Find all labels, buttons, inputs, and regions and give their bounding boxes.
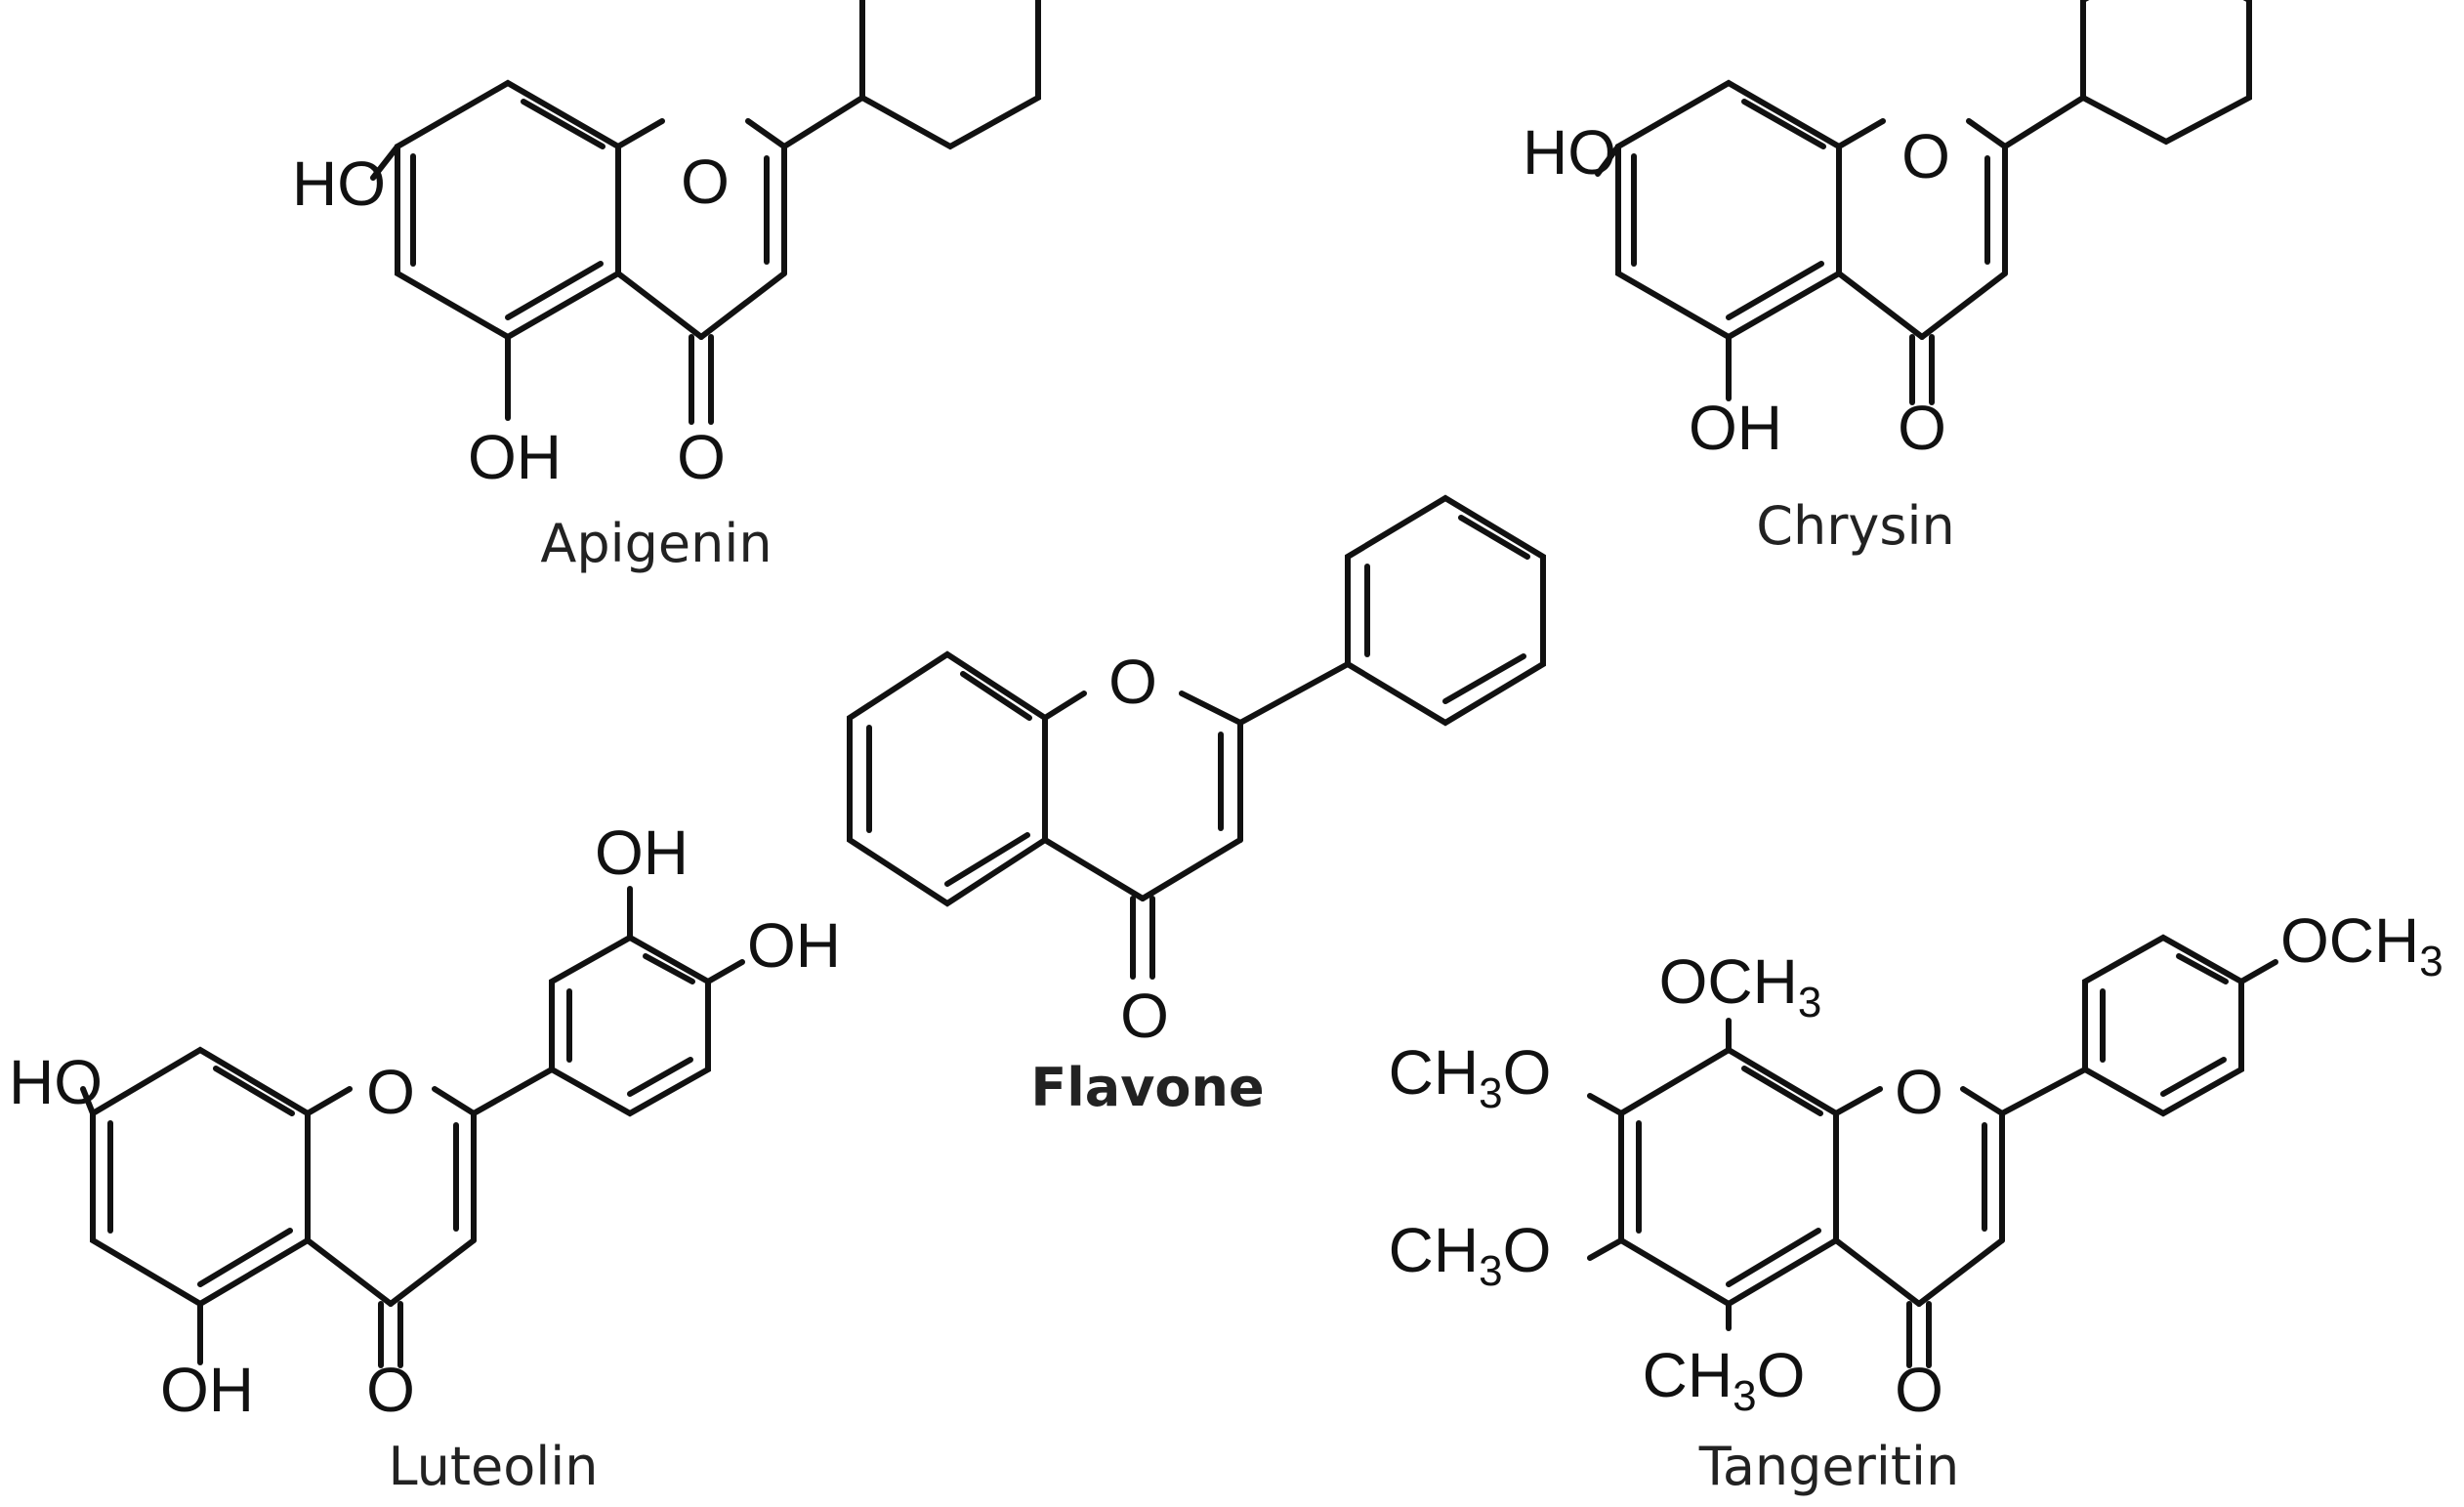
tangeritin-5-methoxy: CH3O	[1643, 1340, 1806, 1420]
tangeritin-6-methoxy: CH3O	[1389, 1215, 1552, 1295]
chrysin-structure: O O OH HO Chrysin	[1523, 0, 2252, 557]
chrysin-7-hydroxyl: HO	[1523, 117, 1616, 188]
apigenin-carbonyl-oxygen: O	[677, 422, 726, 492]
luteolin-label: Luteolin	[388, 1436, 598, 1497]
flavone-label: Flavone	[1030, 1057, 1264, 1118]
tangeritin-structure: O O OCH3 CH3O CH3O CH3O OCH3 Tangeritin	[1389, 905, 2443, 1497]
tangeritin-bonds	[1587, 934, 2278, 1368]
tangeritin-4prime-methoxy: OCH3	[2280, 905, 2443, 985]
luteolin-carbonyl-oxygen: O	[366, 1355, 415, 1425]
apigenin-label: Apigenin	[540, 513, 772, 574]
chrysin-5-hydroxyl: OH	[1689, 393, 1782, 463]
chrysin-label: Chrysin	[1756, 495, 1954, 557]
apigenin-7-hydroxyl: HO	[292, 148, 386, 219]
luteolin-3prime-hydroxyl: OH	[595, 817, 689, 888]
tangeritin-label: Tangeritin	[1698, 1436, 1959, 1497]
apigenin-bonds	[370, 0, 1041, 425]
luteolin-4prime-hydroxyl: OH	[747, 910, 841, 981]
flavone-carbonyl-oxygen: O	[1120, 981, 1169, 1051]
chrysin-carbonyl-oxygen: O	[1898, 393, 1946, 463]
flavone-bonds	[847, 494, 1546, 980]
apigenin-5-hydroxyl: OH	[468, 422, 562, 492]
tangeritin-8-methoxy: OCH3	[1659, 946, 1822, 1026]
luteolin-7-hydroxyl: HO	[9, 1047, 103, 1117]
tangeritin-carbonyl-oxygen: O	[1895, 1355, 1943, 1425]
apigenin-ring-oxygen: O	[681, 147, 730, 217]
tangeritin-7-methoxy: CH3O	[1389, 1037, 1552, 1117]
chrysin-bonds	[1595, 0, 2252, 405]
flavone-structure: O O Flavone	[847, 494, 1546, 1118]
apigenin-structure: O O OH HO Apigenin	[292, 0, 1041, 574]
chrysin-ring-oxygen: O	[1901, 121, 1950, 191]
luteolin-5-hydroxyl: OH	[160, 1355, 254, 1425]
luteolin-structure: O O OH HO OH OH Luteolin	[9, 817, 841, 1497]
flavone-ring-oxygen: O	[1108, 647, 1157, 717]
tangeritin-ring-oxygen: O	[1895, 1057, 1943, 1127]
luteolin-ring-oxygen: O	[366, 1057, 415, 1127]
luteolin-bonds	[80, 886, 745, 1368]
